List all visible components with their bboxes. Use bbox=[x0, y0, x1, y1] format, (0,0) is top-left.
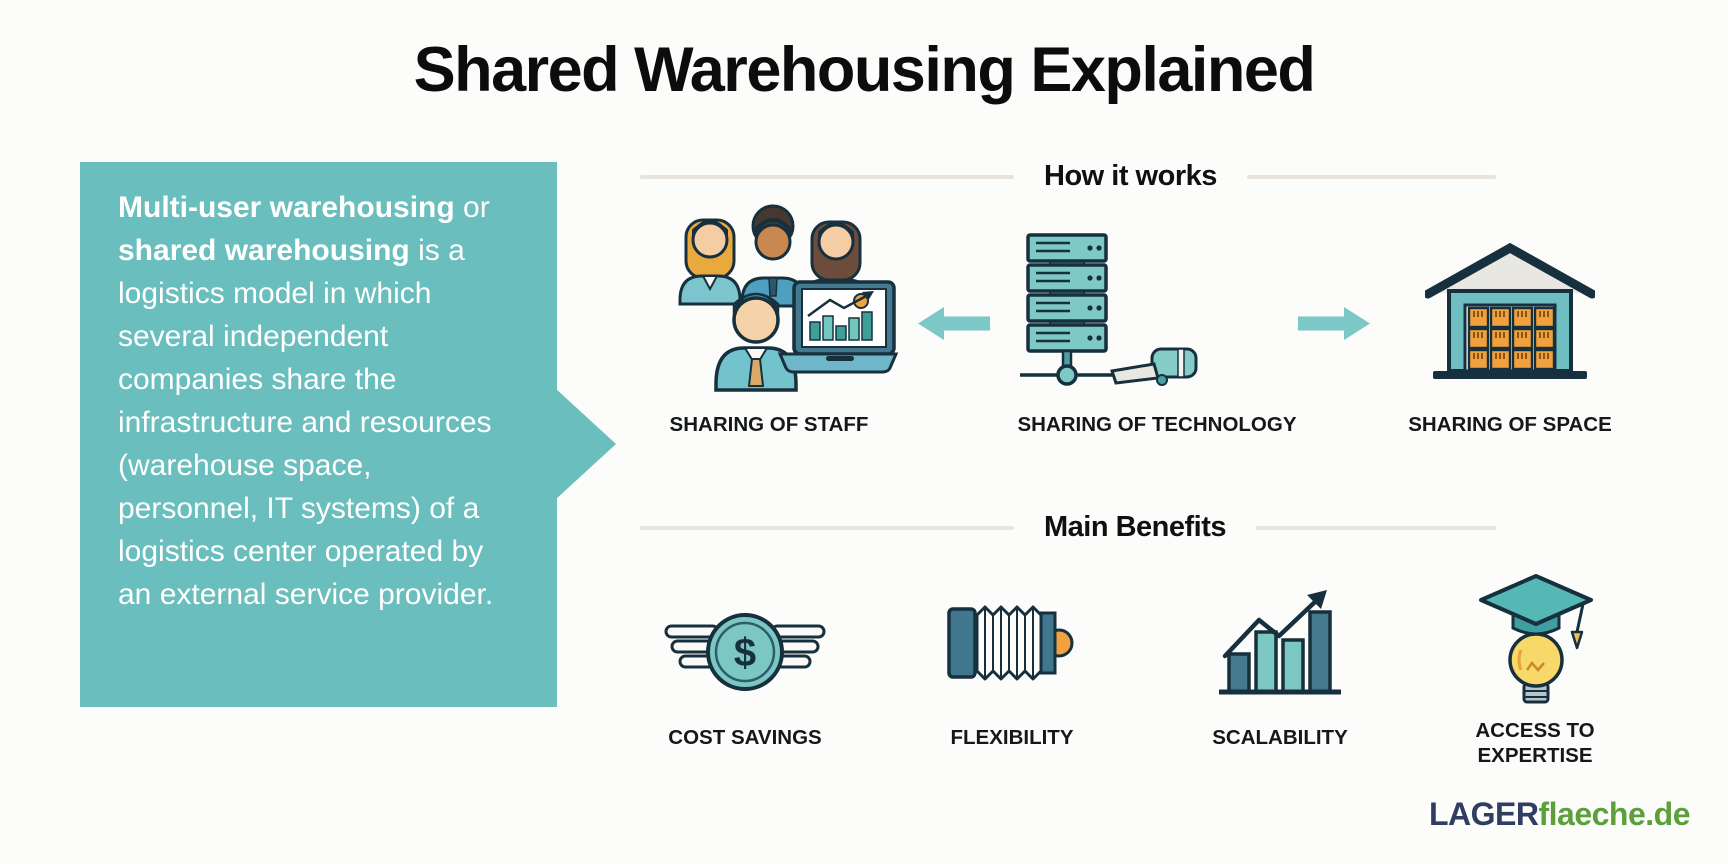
arrow-right-icon bbox=[1298, 307, 1370, 340]
dollar-sign: $ bbox=[734, 631, 756, 675]
main-benefits-header: Main Benefits bbox=[640, 511, 1496, 544]
staff-group-icon bbox=[678, 204, 899, 392]
warehouse-icon bbox=[1425, 242, 1595, 379]
header-rule-left bbox=[640, 174, 1014, 179]
label-access-to-expertise: ACCESS TO EXPERTISE bbox=[1475, 719, 1595, 767]
server-stack-icon bbox=[1020, 233, 1198, 386]
info-segment: is a logistics model in which several in… bbox=[118, 234, 494, 611]
header-rule-left bbox=[640, 525, 1014, 530]
label-cost-savings: COST SAVINGS bbox=[668, 726, 822, 749]
info-bold-shared: shared warehousing bbox=[118, 234, 410, 267]
arrow-left-icon bbox=[918, 307, 990, 340]
graduation-cap-bulb-icon bbox=[1479, 574, 1593, 704]
logo-part-flaeche: flaeche.de bbox=[1538, 796, 1690, 832]
how-it-works-title: How it works bbox=[1044, 160, 1217, 192]
accordion-bellows-icon bbox=[947, 605, 1074, 681]
growth-bar-chart-icon bbox=[1219, 590, 1341, 695]
page-title: Shared Warehousing Explained bbox=[413, 35, 1316, 105]
how-it-works-header: How it works bbox=[640, 160, 1496, 193]
winged-dollar-coin-icon: $ bbox=[664, 613, 826, 691]
header-rule-right bbox=[1256, 525, 1496, 530]
label-sharing-of-space: SHARING OF SPACE bbox=[1408, 413, 1612, 436]
main-benefits-title: Main Benefits bbox=[1044, 511, 1227, 543]
info-bold-multi-user: Multi-user warehousing bbox=[118, 191, 455, 224]
label-flexibility: FLEXIBILITY bbox=[950, 726, 1074, 749]
callout-tail-pointer bbox=[555, 388, 616, 500]
header-rule-right bbox=[1246, 174, 1496, 179]
info-segment: or bbox=[454, 191, 490, 224]
info-callout-text: Multi-user warehousing or shared warehou… bbox=[80, 162, 557, 616]
label-sharing-of-technology: SHARING OF TECHNOLOGY bbox=[1017, 413, 1297, 436]
label-sharing-of-staff: SHARING OF STAFF bbox=[669, 413, 869, 436]
lagerflaeche-logo: LAGERflaeche.de bbox=[1390, 796, 1691, 833]
logo-part-lager: LAGER bbox=[1428, 796, 1539, 832]
label-scalability: SCALABILITY bbox=[1212, 726, 1348, 749]
info-callout-box: Multi-user warehousing or shared warehou… bbox=[80, 162, 557, 707]
